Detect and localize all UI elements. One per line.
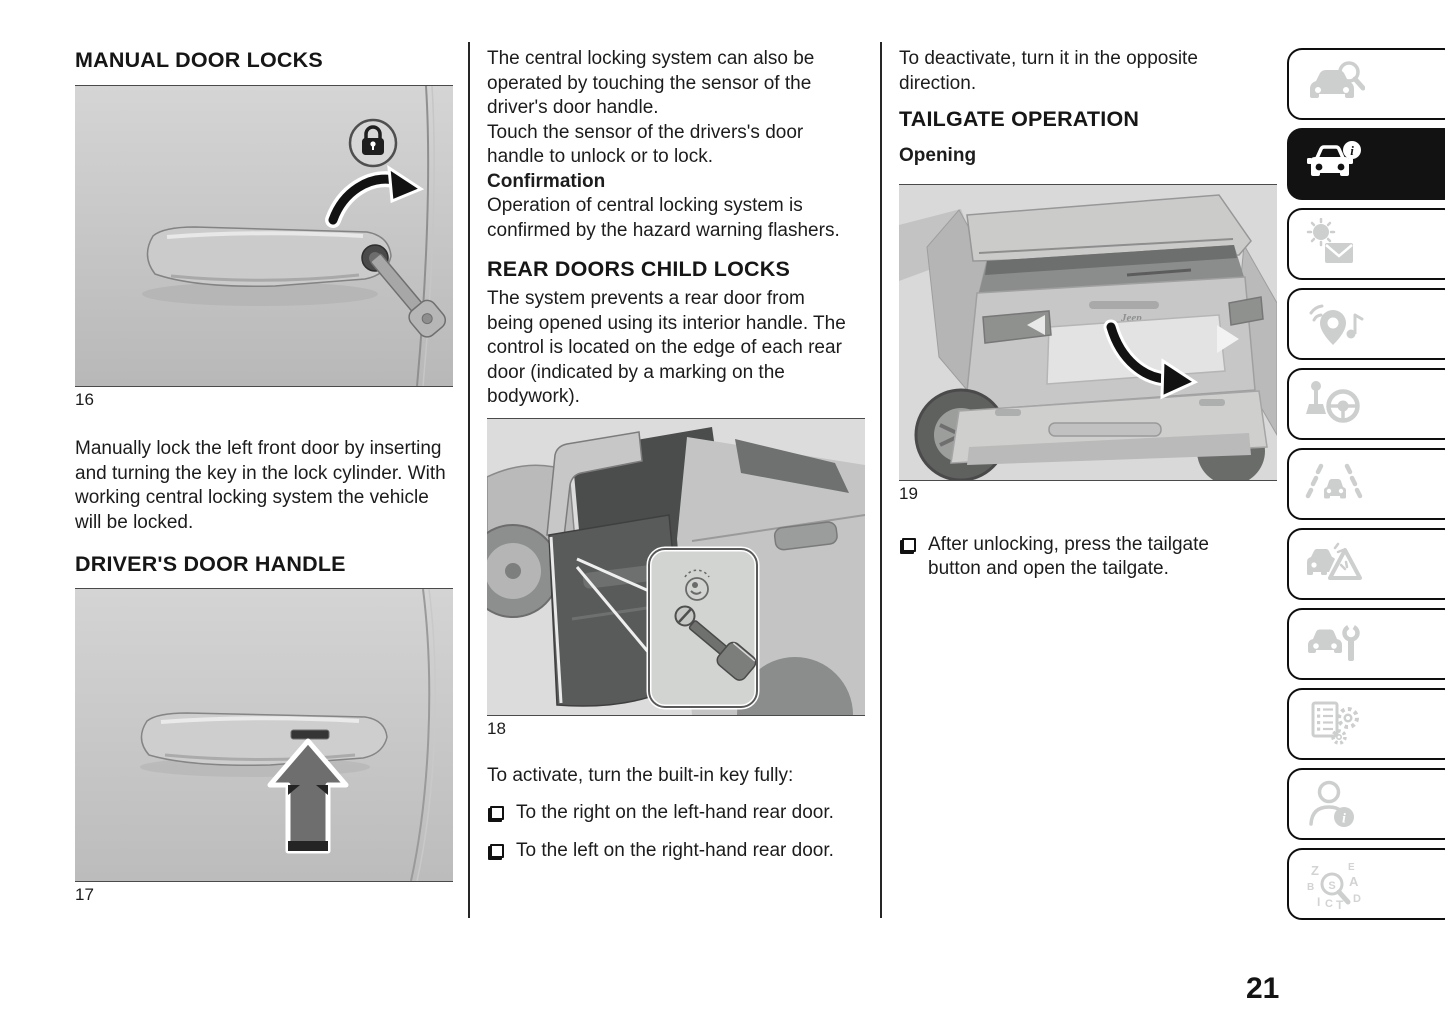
lock-badge-icon	[348, 118, 398, 168]
sidebar-tab-warning-lights[interactable]	[1287, 208, 1445, 280]
figure-17-illustration	[75, 589, 453, 881]
svg-text:B: B	[1307, 882, 1314, 893]
page-number: 21	[1246, 972, 1280, 1005]
figure-18-illustration	[487, 418, 865, 715]
column-middle: The central locking system can also be o…	[487, 47, 865, 863]
square-bullet-icon	[902, 537, 916, 552]
figure-16-illustration	[75, 86, 453, 386]
column-left: MANUAL DOOR LOCKS	[75, 48, 453, 906]
figure-19-caption: 19	[899, 483, 918, 503]
svg-text:C: C	[1325, 898, 1333, 910]
child-lock-symbol	[684, 568, 710, 601]
figure-16-caption: 16	[75, 390, 94, 409]
list-item: To the right on the left-hand rear door.	[487, 801, 865, 826]
column-right: To deactivate, turn it in the opposite d…	[899, 47, 1277, 582]
svg-text:D: D	[1353, 893, 1361, 905]
figure-19: Jeep	[899, 183, 1277, 481]
square-bullet-icon	[490, 843, 504, 858]
paragraph-activate: To activate, turn the built-in key fully…	[487, 764, 794, 786]
svg-text:E: E	[1348, 862, 1355, 873]
section-title-manual-door-locks: MANUAL DOOR LOCKS	[75, 48, 323, 72]
navigation-music-icon	[1309, 304, 1364, 345]
paragraph-manual-lock: Manually lock the left front door by ins…	[75, 438, 446, 533]
paragraph-confirmation: Operation of central locking system is c…	[487, 195, 840, 241]
subheading-confirmation: Confirmation	[487, 170, 606, 192]
svg-text:I: I	[1317, 895, 1320, 909]
sidebar-tab-technical-data[interactable]	[1287, 688, 1445, 760]
rotate-arrow-icon	[325, 165, 425, 228]
figure-19-illustration: Jeep	[899, 184, 1277, 480]
sidebar-tab-servicing[interactable]	[1287, 608, 1445, 680]
car-magnifier-icon	[1310, 61, 1365, 98]
svg-text:A: A	[1349, 874, 1359, 889]
sidebar-tab-getting-to-know-vehicle[interactable]: i	[1287, 128, 1445, 200]
sidebar-tab-multimedia[interactable]	[1287, 288, 1445, 360]
figure-16	[75, 85, 453, 387]
chapter-icon-rail: i	[1287, 48, 1445, 928]
figure-17-caption: 17	[75, 885, 94, 904]
car-lane-icon	[1305, 463, 1363, 499]
column-divider	[468, 42, 470, 918]
car-warning-triangle-icon	[1307, 542, 1362, 580]
figure-18	[487, 417, 865, 716]
figure-18-caption: 18	[487, 718, 506, 738]
person-info-icon: i	[1309, 780, 1354, 827]
svg-text:i: i	[1342, 812, 1346, 827]
car-info-icon: i	[1307, 141, 1361, 176]
sidebar-tab-starting-driving[interactable]	[1287, 368, 1445, 440]
bullet-text-right-door: To the right on the left-hand rear door.	[516, 802, 834, 823]
sidebar-tab-alphabetical-index[interactable]: Z E B A I C T D S	[1287, 848, 1445, 920]
svg-text:T: T	[1336, 898, 1344, 910]
key-illustration	[370, 253, 447, 338]
column-divider	[880, 42, 882, 918]
car-wrench-icon	[1308, 623, 1360, 661]
document-gears-icon	[1311, 701, 1359, 745]
bullet-text-left-door: To the left on the right-hand rear door.	[516, 839, 834, 861]
list-item: After unlocking, press the tailgate butt…	[899, 533, 1277, 582]
section-title-tailgate-operation: TAILGATE OPERATION	[899, 107, 1140, 131]
sidebar-tab-owner-information[interactable]: i	[1287, 768, 1445, 840]
svg-text:S: S	[1328, 880, 1335, 892]
paragraph-touch-sensor: Touch the sensor of the drivers's door h…	[487, 121, 804, 168]
press-arrow-icon	[267, 738, 349, 854]
svg-text:Z: Z	[1311, 863, 1319, 878]
sidebar-tab-emergency[interactable]	[1287, 528, 1445, 600]
open-arrow-icon	[1103, 319, 1199, 399]
sidebar-tab-driving-assistance[interactable]	[1287, 448, 1445, 520]
bullet-text-after-unlocking: After unlocking, press the tailgate butt…	[928, 533, 1209, 580]
paragraph-deactivate: To deactivate, turn it in the opposite d…	[899, 48, 1198, 94]
subheading-opening: Opening	[899, 145, 977, 166]
built-in-key-illustration	[688, 619, 757, 681]
figure-17	[75, 588, 453, 882]
svg-text:i: i	[1350, 143, 1354, 158]
section-title-drivers-door-handle: DRIVER'S DOOR HANDLE	[75, 552, 346, 576]
square-bullet-icon	[490, 806, 504, 820]
alphabet-search-icon: Z E B A I C T D S	[1307, 862, 1361, 910]
warning-light-message-icon	[1306, 218, 1353, 263]
section-title-rear-doors-child-locks: REAR DOORS CHILD LOCKS	[487, 257, 791, 281]
sidebar-tab-vehicle-overview[interactable]	[1287, 48, 1445, 120]
list-item: To the left on the right-hand rear door.	[487, 839, 865, 864]
gearshift-steering-icon	[1306, 381, 1360, 423]
paragraph-central-locking: The central locking system can also be o…	[487, 48, 815, 118]
paragraph-child-locks: The system prevents a rear door from bei…	[487, 288, 846, 407]
